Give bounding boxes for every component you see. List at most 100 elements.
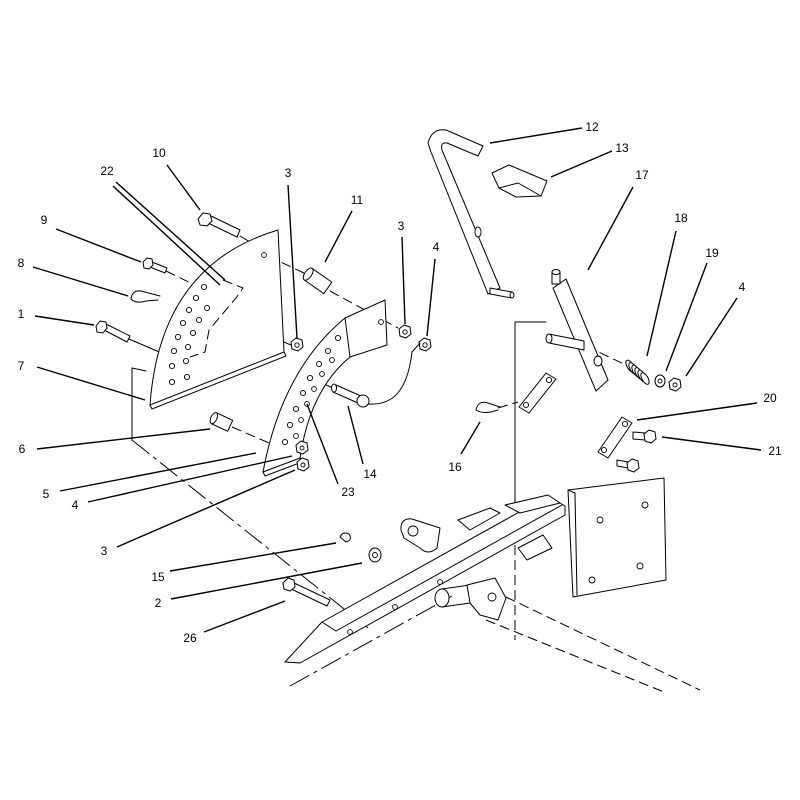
leader-line (36, 366, 146, 401)
hole (293, 433, 299, 439)
leader-line (460, 421, 481, 455)
lower-pin (593, 355, 603, 367)
callout-6: 6 (19, 442, 26, 456)
bolt-shaft (632, 431, 646, 441)
frame-beam (284, 495, 566, 664)
hole (657, 378, 663, 384)
washer (654, 374, 666, 388)
bolt (632, 429, 657, 444)
hole (329, 357, 335, 363)
leader-line (170, 562, 363, 600)
bolt (616, 458, 640, 473)
clevis-ear (457, 507, 501, 531)
leader-line (636, 402, 758, 421)
hole (200, 283, 208, 291)
callout-7: 7 (18, 359, 25, 373)
leader-line (665, 262, 708, 372)
hole (437, 579, 443, 585)
callout-2: 2 (155, 596, 162, 610)
hole (315, 360, 323, 368)
leader-line (401, 236, 406, 325)
callout-26: 26 (183, 631, 197, 645)
hole (392, 604, 398, 610)
leader-line (661, 436, 762, 451)
leader-line (59, 452, 257, 492)
gusset (517, 534, 553, 561)
clevis-ear (400, 518, 441, 553)
hole (487, 592, 497, 602)
arm-body (552, 278, 609, 392)
hole (281, 438, 289, 446)
callout-5: 5 (43, 487, 50, 501)
hair-pin (130, 290, 161, 303)
bolt-head (142, 257, 154, 270)
callout-4-lower-left: 4 (72, 498, 79, 512)
axis-line (497, 401, 519, 409)
clip-body (339, 532, 351, 543)
pin-leg (475, 409, 499, 413)
callout-3-upper-left: 3 (285, 166, 292, 180)
bolt (197, 212, 241, 238)
bolt (95, 320, 131, 343)
hole (300, 462, 306, 468)
left-segment-plate (149, 229, 287, 410)
pin-end (551, 269, 561, 275)
nut (290, 337, 304, 352)
bolt-head (643, 429, 657, 444)
callout-4-right: 4 (739, 280, 746, 294)
hole (192, 294, 200, 302)
callout-18: 18 (674, 211, 688, 225)
hole (672, 382, 678, 388)
callout-11: 11 (351, 193, 364, 207)
callout-15: 15 (151, 570, 165, 584)
leader-line (587, 186, 634, 271)
hole (203, 304, 211, 312)
control-arm (545, 269, 609, 392)
pedal-arm (427, 129, 515, 299)
callout-19: 19 (705, 246, 719, 260)
callout-20: 20 (763, 391, 777, 405)
retaining-ring (368, 547, 382, 563)
tube-edge (441, 584, 471, 590)
hole (174, 333, 182, 341)
callout-1: 1 (18, 307, 25, 321)
leader-line (36, 428, 211, 450)
hole (600, 446, 608, 454)
callout-9: 9 (41, 213, 48, 227)
callout-17: 17 (635, 168, 649, 182)
tube-end (434, 588, 450, 608)
hole (474, 226, 482, 238)
spacer-end (209, 412, 219, 425)
bolt (282, 577, 331, 607)
clevis-pin-with-lanyard (331, 342, 421, 408)
bolt-shaft (616, 459, 629, 469)
pin-leg (130, 290, 161, 300)
plate-edge (149, 351, 287, 410)
link-plate (597, 416, 633, 459)
pin-leg (475, 401, 501, 411)
callout-3-lower-left: 3 (101, 544, 108, 558)
leader-line (87, 455, 293, 503)
spacer-end (302, 267, 314, 281)
hole (324, 347, 332, 355)
hole (299, 389, 307, 397)
tube-edge (441, 602, 471, 608)
pin-end (331, 383, 337, 393)
callout-22: 22 (100, 164, 114, 178)
hole (621, 420, 629, 428)
callout-3-upper-middle: 3 (398, 219, 405, 233)
nut (398, 324, 412, 339)
bolt-head (95, 320, 108, 334)
pad-edge (498, 182, 542, 197)
mounting-plate (567, 477, 667, 598)
hole (294, 342, 300, 348)
bolt-head (626, 458, 640, 473)
leader-line (685, 297, 738, 377)
hole (641, 501, 649, 509)
callout-14: 14 (363, 467, 377, 481)
pin-end (509, 291, 515, 299)
hole (522, 401, 530, 409)
hole (407, 525, 419, 537)
leader-line (112, 185, 221, 286)
